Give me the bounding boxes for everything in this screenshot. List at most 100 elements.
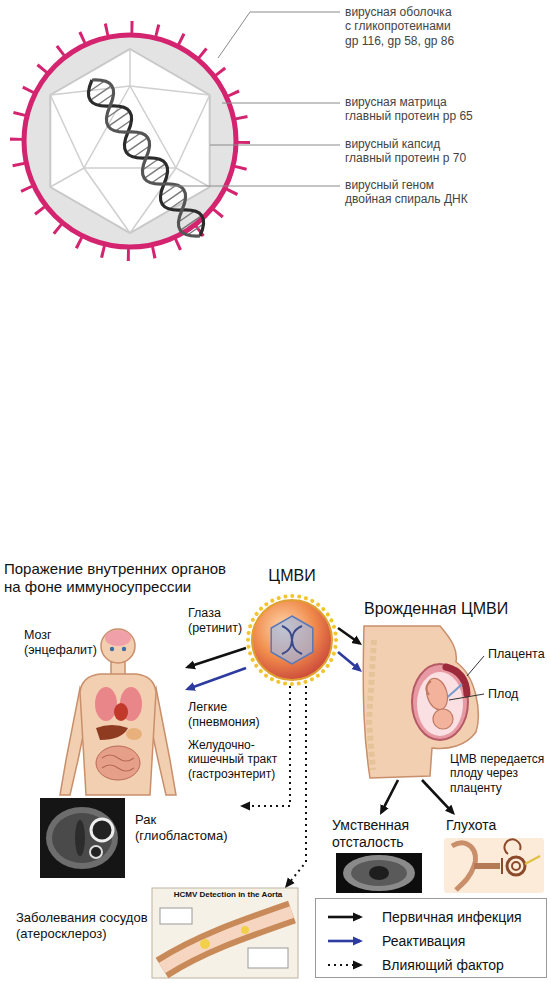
amniotic-sac bbox=[417, 672, 463, 736]
capsid-edges bbox=[176, 168, 210, 187]
legend-sample bbox=[326, 934, 372, 948]
glioblastoma-mri bbox=[46, 807, 118, 869]
brain-mri bbox=[343, 855, 415, 891]
legend-sample bbox=[326, 910, 372, 924]
aorta-drawing bbox=[200, 939, 210, 949]
aorta-drawing bbox=[152, 888, 298, 978]
human-figure bbox=[80, 674, 156, 795]
note-label: ЦМВ передается плоду через плаценту bbox=[450, 752, 549, 795]
leader-line bbox=[449, 656, 484, 700]
ear-drawing bbox=[444, 838, 544, 893]
spine bbox=[369, 640, 374, 770]
ear-drawing bbox=[525, 856, 540, 864]
viral-envelope bbox=[24, 35, 236, 247]
image-caption: Заболевания сосудов (атеросклероз) bbox=[16, 910, 148, 941]
fetus bbox=[423, 676, 451, 712]
stomach bbox=[126, 728, 142, 740]
infection-arrow bbox=[338, 628, 360, 643]
capsid-edges bbox=[50, 95, 84, 168]
reactivation-arrow bbox=[338, 652, 360, 670]
infection-arrow bbox=[381, 780, 398, 812]
image-panel: Рак (глиобластома) bbox=[38, 798, 240, 884]
capsid-edges bbox=[176, 95, 210, 168]
aorta-drawing bbox=[241, 926, 249, 934]
capsid-edges bbox=[129, 49, 131, 86]
virus-icon bbox=[282, 626, 302, 654]
virus-icon bbox=[248, 596, 336, 684]
virus-icon bbox=[248, 596, 336, 684]
aorta-drawing bbox=[152, 888, 298, 978]
dna-helix bbox=[88, 80, 203, 236]
legend-text: Первичная инфекция bbox=[382, 909, 522, 926]
image-title: HCMV Detection in the Aorta bbox=[160, 890, 296, 900]
brain-mri bbox=[336, 853, 422, 893]
ear-drawing bbox=[501, 858, 503, 874]
leader-line bbox=[210, 145, 340, 146]
image-caption: Рак (глиобластома) bbox=[135, 812, 235, 843]
capsid-edges bbox=[50, 168, 84, 187]
leader-line bbox=[218, 12, 340, 58]
glioblastoma-mri bbox=[40, 798, 125, 878]
organ-label: Легкие (пневмония) bbox=[188, 700, 268, 730]
influence-arrow bbox=[287, 686, 306, 886]
aorta-drawing bbox=[248, 948, 288, 968]
part-label: вирусный геном двойная спираль ДНК bbox=[345, 178, 477, 207]
ear-drawing bbox=[452, 843, 476, 890]
part-label: вирусный капсид главный протеин р 70 bbox=[345, 137, 477, 166]
virus-node: ЦМВИ bbox=[246, 594, 338, 686]
capsid bbox=[50, 49, 209, 233]
leader-line bbox=[449, 694, 484, 700]
heart bbox=[114, 703, 128, 721]
organ-label: Желудочно-кишечный тракт (гастроэнтерит) bbox=[188, 738, 280, 781]
legend-box: Первичная инфекцияРеактивацияВлияющий фа… bbox=[315, 898, 547, 978]
legend-text: Реактивация bbox=[382, 933, 465, 950]
part-label: вирусная матрица главный протеин pp 65 bbox=[345, 95, 477, 124]
ear-drawing bbox=[444, 838, 544, 893]
capsid-edges bbox=[84, 168, 130, 233]
brain-mri bbox=[351, 860, 407, 886]
capsid-edges bbox=[50, 49, 209, 233]
virus-icon bbox=[271, 616, 313, 664]
image-panel: Умственная отсталость bbox=[330, 815, 430, 894]
image-panel: Заболевания сосудов (атеросклероз) bbox=[150, 888, 298, 978]
glioblastoma-mri bbox=[40, 798, 125, 878]
lung bbox=[95, 687, 117, 721]
brain-mri bbox=[369, 866, 389, 880]
part-label: Плод bbox=[488, 687, 518, 702]
legend-arrow bbox=[328, 916, 360, 919]
legend-arrow bbox=[328, 940, 360, 943]
leader-line bbox=[170, 186, 340, 187]
ear-drawing bbox=[504, 839, 520, 854]
brain-mri bbox=[336, 853, 422, 893]
leader-line bbox=[170, 12, 340, 186]
panel-heading: Врожденная ЦМВИ bbox=[364, 599, 508, 618]
capsid-edges bbox=[130, 86, 210, 95]
organ-label: Глаза (ретинит) bbox=[188, 606, 250, 636]
leader-line bbox=[467, 656, 484, 676]
virus-structure bbox=[16, 12, 340, 255]
aorta-drawing bbox=[160, 908, 192, 924]
dna-helix bbox=[88, 80, 203, 236]
intestine bbox=[102, 755, 134, 771]
human-figure bbox=[101, 629, 135, 663]
dna-helix bbox=[92, 80, 200, 236]
reactivation-arrow bbox=[188, 668, 246, 689]
liver bbox=[96, 725, 128, 740]
legend-text: Влияющий фактор bbox=[382, 957, 504, 974]
part-label: Плацента bbox=[488, 647, 545, 662]
virus-icon bbox=[252, 600, 332, 680]
ear-drawing bbox=[512, 862, 520, 870]
intestine bbox=[96, 746, 140, 780]
legend-row: Влияющий фактор bbox=[326, 957, 504, 974]
image-caption: Умственная отсталость bbox=[332, 817, 426, 851]
legend-arrow bbox=[328, 964, 360, 966]
ear-drawing bbox=[507, 857, 525, 875]
legend-row: Первичная инфекция bbox=[326, 909, 522, 926]
fetus bbox=[433, 709, 453, 729]
infection-arrow bbox=[422, 780, 453, 813]
eye bbox=[110, 647, 114, 651]
image-caption: Глухота bbox=[446, 817, 496, 834]
